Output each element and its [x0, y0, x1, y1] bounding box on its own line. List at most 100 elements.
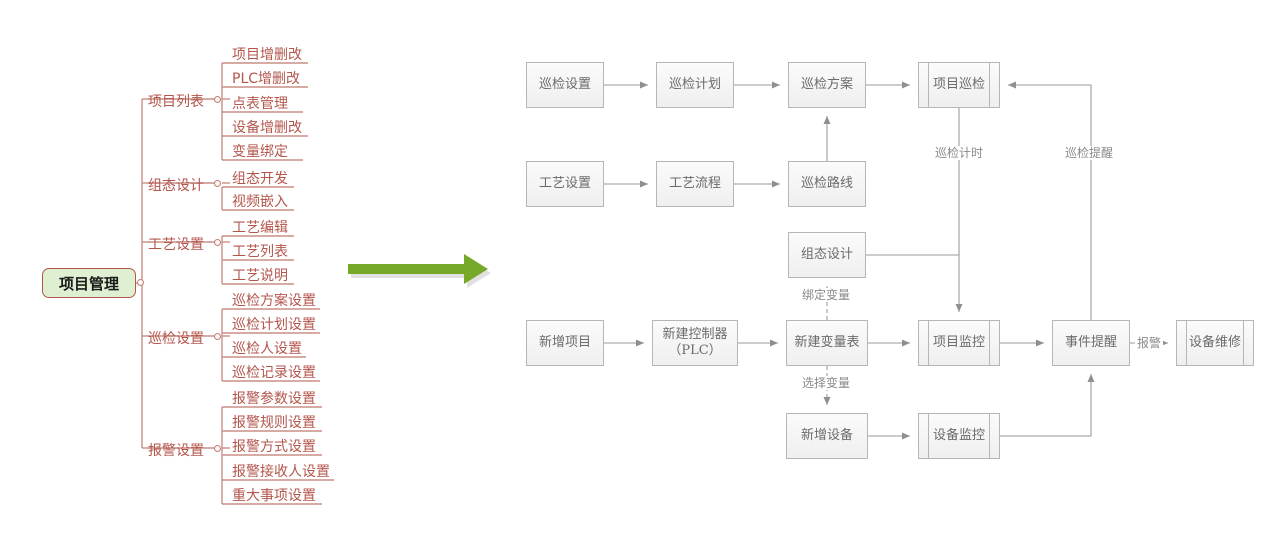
- mindmap-branch-toggle-icon[interactable]: [214, 180, 221, 187]
- box-label: 事件提醒: [1064, 335, 1117, 350]
- leaf-label: 巡检计划设置: [232, 317, 316, 333]
- box-label: 新增项目: [538, 335, 591, 350]
- mindmap-leaf[interactable]: 重大事项设置: [232, 488, 316, 504]
- mindmap-root-toggle-icon[interactable]: [137, 279, 144, 286]
- mindmap-leaf[interactable]: 点表管理: [232, 96, 288, 112]
- flow-box-new-variable-table[interactable]: 新建变量表: [786, 320, 868, 366]
- leaf-label: PLC增删改: [232, 71, 301, 87]
- flow-box-event-reminder[interactable]: 事件提醒: [1052, 320, 1130, 366]
- leaf-label: 报警规则设置: [232, 415, 316, 431]
- flow-box-equipment-monitoring[interactable]: 设备监控: [918, 413, 1000, 459]
- flow-box-hmi-design[interactable]: 组态设计: [788, 232, 866, 278]
- mindmap-branch-alarm-settings[interactable]: 报警设置: [148, 443, 204, 459]
- green-block-arrow-icon: [348, 254, 491, 288]
- box-label: 巡检路线: [800, 176, 853, 191]
- box-label: 巡检计划: [668, 77, 721, 92]
- mindmap-branch-hmi-design[interactable]: 组态设计: [148, 178, 204, 194]
- box-label: 工艺流程: [668, 176, 721, 191]
- mindmap-leaf[interactable]: 变量绑定: [232, 144, 288, 160]
- mindmap-leaf[interactable]: 报警规则设置: [232, 415, 316, 431]
- flow-box-add-equipment[interactable]: 新增设备: [786, 413, 868, 459]
- mindmap-leaf[interactable]: 巡检计划设置: [232, 317, 316, 333]
- flow-box-project-monitoring[interactable]: 项目监控: [918, 320, 1000, 366]
- mindmap-leaf[interactable]: 项目增删改: [232, 47, 302, 63]
- mindmap-branch-process-settings[interactable]: 工艺设置: [148, 237, 204, 253]
- box-label: 项目巡检: [932, 77, 985, 92]
- mindmap-leaf[interactable]: PLC增删改: [232, 71, 300, 87]
- mindmap-branch-inspection-settings[interactable]: 巡检设置: [148, 331, 204, 347]
- mindmap-connectors: [136, 62, 334, 505]
- edge-label-inspection-reminder: 巡检提醒: [1063, 146, 1116, 160]
- leaf-label: 巡检方案设置: [232, 293, 316, 309]
- leaf-label: 工艺说明: [232, 268, 288, 284]
- mindmap-leaf[interactable]: 巡检记录设置: [232, 365, 316, 381]
- box-label: 设备监控: [932, 428, 985, 443]
- mindmap-branch-toggle-icon[interactable]: [214, 445, 221, 452]
- box-label: 新增设备: [800, 428, 853, 443]
- edge-label-text: 报警: [1137, 336, 1162, 350]
- leaf-label: 巡检记录设置: [232, 365, 316, 381]
- edge-label-bind-variable: 绑定变量: [800, 288, 853, 302]
- mindmap-branch-project-list[interactable]: 项目列表: [148, 94, 204, 110]
- mindmap-leaf[interactable]: 巡检方案设置: [232, 293, 316, 309]
- leaf-label: 视频嵌入: [232, 194, 288, 210]
- leaf-label: 设备增删改: [232, 120, 302, 136]
- flow-box-equipment-maintenance[interactable]: 设备维修: [1176, 320, 1254, 366]
- mindmap-leaf[interactable]: 工艺编辑: [232, 220, 288, 236]
- edge-label-text: 绑定变量: [802, 288, 851, 302]
- leaf-label: 巡检人设置: [232, 341, 302, 357]
- mindmap-leaf[interactable]: 工艺说明: [232, 268, 288, 284]
- flow-box-project-inspection[interactable]: 项目巡检: [918, 62, 1000, 108]
- leaf-label: 点表管理: [232, 96, 288, 112]
- leaf-label: 重大事项设置: [232, 488, 316, 504]
- leaf-label: 工艺编辑: [232, 220, 288, 236]
- flow-box-process-setup[interactable]: 工艺设置: [526, 161, 604, 207]
- edge-label-alarm: 报警: [1135, 336, 1164, 350]
- edge-label-text: 巡检计时: [935, 146, 984, 160]
- mindmap-branch-toggle-icon[interactable]: [214, 333, 221, 340]
- mindmap-root-node[interactable]: 项目管理: [42, 268, 136, 298]
- mindmap-leaf[interactable]: 设备增删改: [232, 120, 302, 136]
- mindmap-leaf[interactable]: 巡检人设置: [232, 341, 302, 357]
- mindmap-leaf[interactable]: 报警接收人设置: [232, 464, 330, 480]
- leaf-label: 工艺列表: [232, 244, 288, 260]
- edge-label-text: 选择变量: [802, 376, 851, 390]
- edge-label-inspection-timing: 巡检计时: [933, 146, 986, 160]
- mindmap-leaf[interactable]: 工艺列表: [232, 244, 288, 260]
- branch-label: 项目列表: [148, 94, 204, 110]
- leaf-label: 组态开发: [232, 171, 288, 187]
- box-label: 新建变量表: [794, 335, 860, 350]
- flow-box-inspection-scheme[interactable]: 巡检方案: [788, 62, 866, 108]
- leaf-label: 报警方式设置: [232, 439, 316, 455]
- box-label: 工艺设置: [538, 176, 591, 191]
- edge-label-select-variable: 选择变量: [800, 376, 853, 390]
- box-label: 巡检方案: [800, 77, 853, 92]
- mindmap-root-label: 项目管理: [58, 274, 119, 293]
- box-label: 巡检设置: [538, 77, 591, 92]
- leaf-label: 报警参数设置: [232, 391, 316, 407]
- mindmap-branch-toggle-icon[interactable]: [214, 239, 221, 246]
- mindmap-branch-toggle-icon[interactable]: [214, 96, 221, 103]
- flow-box-inspection-route[interactable]: 巡检路线: [788, 161, 866, 207]
- mindmap-leaf[interactable]: 报警方式设置: [232, 439, 316, 455]
- mindmap-leaf[interactable]: 视频嵌入: [232, 194, 288, 210]
- mindmap-leaf[interactable]: 报警参数设置: [232, 391, 316, 407]
- flow-box-process-flow[interactable]: 工艺流程: [656, 161, 734, 207]
- branch-label: 巡检设置: [148, 331, 204, 347]
- leaf-label: 报警接收人设置: [232, 464, 330, 480]
- leaf-label: 项目增删改: [232, 47, 302, 63]
- box-label: 新建控制器 （PLC）: [662, 327, 728, 358]
- flow-box-new-project[interactable]: 新增项目: [526, 320, 604, 366]
- mindmap-leaf[interactable]: 组态开发: [232, 171, 288, 187]
- box-label: 设备维修: [1188, 335, 1241, 350]
- branch-label: 组态设计: [148, 178, 204, 194]
- branch-label: 工艺设置: [148, 237, 204, 253]
- flow-box-new-controller-plc[interactable]: 新建控制器 （PLC）: [652, 320, 738, 366]
- flow-box-inspection-setup[interactable]: 巡检设置: [526, 62, 604, 108]
- flow-box-inspection-plan[interactable]: 巡检计划: [656, 62, 734, 108]
- leaf-label: 变量绑定: [232, 144, 288, 160]
- box-label: 项目监控: [932, 335, 985, 350]
- box-label: 组态设计: [800, 247, 853, 262]
